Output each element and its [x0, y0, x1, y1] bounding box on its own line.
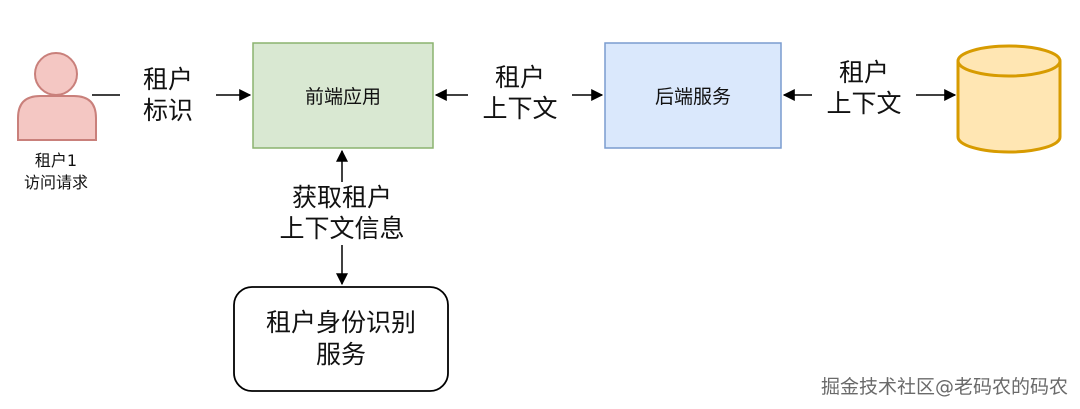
database-cylinder-icon: [956, 44, 1062, 154]
watermark-text: 掘金技术社区@老码农的码农: [820, 376, 1068, 398]
edge-label-frontend-backend-line1: 租户: [494, 63, 545, 92]
user-caption-line1: 租户1: [34, 151, 78, 170]
edge-label-backend-database: 租户 上下文: [812, 57, 916, 120]
backend-service-text: 后端服务: [654, 86, 731, 108]
identity-service-line2: 服务: [315, 340, 366, 369]
edge-label-tenant-id-line1: 租户: [142, 65, 193, 94]
identity-service-label: 租户身份识别 服务: [234, 287, 448, 391]
edge-label-tenant-id: 租户 标识: [120, 64, 216, 127]
identity-service-line1: 租户身份识别: [265, 307, 416, 337]
edge-label-identity-frontend-line2: 上下文信息: [279, 214, 405, 244]
edge-label-frontend-backend-line2: 上下文: [482, 94, 558, 124]
backend-service-box: [604, 42, 782, 149]
user-caption: 租户1 访问请求: [6, 150, 106, 193]
frontend-app-text: 前端应用: [304, 86, 381, 108]
backend-service-label: 后端服务: [605, 43, 781, 148]
edge-label-frontend-backend: 租户 上下文: [468, 62, 572, 125]
edge-label-tenant-id-line2: 标识: [142, 96, 193, 126]
edge-label-identity-frontend-line1: 获取租户: [291, 183, 392, 212]
frontend-app-box: [252, 42, 434, 149]
user-caption-line2: 访问请求: [23, 172, 88, 192]
edge-label-identity-frontend: 获取租户 上下文信息: [262, 182, 422, 245]
edge-label-backend-database-line2: 上下文: [826, 89, 902, 119]
identity-service-box: [233, 286, 449, 392]
user-person-icon: [17, 52, 97, 141]
frontend-app-label: 前端应用: [253, 43, 433, 148]
edge-label-backend-database-line1: 租户: [838, 58, 889, 87]
